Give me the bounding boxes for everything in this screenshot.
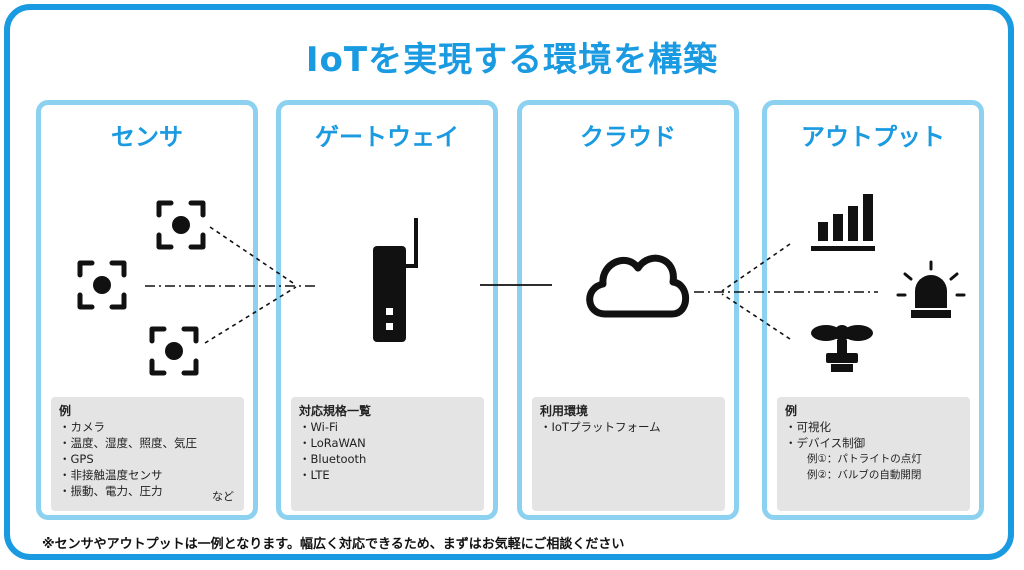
bar-chart-icon: [811, 194, 875, 251]
info-head: 例: [59, 404, 72, 418]
cloud-icon: [586, 254, 690, 318]
alarm-light-icon: [896, 260, 966, 318]
list-subitem: 例①：パトライトの点灯: [807, 453, 922, 465]
connector-line: [204, 286, 297, 344]
info-tail: など: [212, 490, 234, 503]
info-head: 例: [785, 404, 798, 418]
page-title: IoTを実現する環境を構築: [305, 40, 719, 80]
list-item: ・振動、電力、圧力: [59, 484, 163, 498]
list-item: ・Wi-Fi: [299, 420, 338, 434]
sensor-icon: [149, 326, 199, 376]
info-box-gateway: 対応規格一覧 ・Wi-Fi ・LoRaWAN ・Bluetooth ・LTE: [291, 397, 484, 511]
list-subitem: 例②：バルブの自動開閉: [807, 469, 922, 481]
column-gateway: ゲートウェイ 対応規格一覧 ・Wi-Fi ・LoRaWAN ・Bluetooth…: [276, 100, 498, 520]
column-title-cloud: クラウド: [580, 123, 676, 151]
list-item: ・GPS: [59, 452, 94, 466]
column-cloud: クラウド 利用環境 ・IoTプラットフォーム: [517, 100, 739, 520]
sensor-icon: [77, 260, 127, 310]
info-head: 対応規格一覧: [299, 404, 372, 418]
footnote: ※センサやアウトプットは一例となります。幅広く対応できるため、まずはお気軽にご相…: [42, 537, 625, 552]
column-sensor: センサ 例 ・カメラ ・温度、湿度、照度、気圧 ・GPS ・非接触温度センサ ・…: [36, 100, 258, 520]
valve-icon: [811, 325, 873, 372]
list-item: ・カメラ: [59, 420, 105, 434]
list-item: ・可視化: [785, 420, 831, 434]
list-item: ・非接触温度センサ: [59, 468, 163, 482]
list-item: ・IoTプラットフォーム: [540, 420, 661, 434]
gateway-icon: [373, 218, 418, 342]
connector-line: [721, 243, 791, 292]
list-item: ・デバイス制御: [785, 436, 866, 450]
list-item: ・Bluetooth: [299, 452, 367, 466]
sensor-connectors: [145, 226, 318, 344]
sensor-icon: [156, 200, 206, 250]
outer-frame: [4, 4, 1014, 560]
list-item: ・LTE: [299, 468, 330, 482]
info-box-sensor: 例 ・カメラ ・温度、湿度、照度、気圧 ・GPS ・非接触温度センサ ・振動、電…: [51, 397, 244, 511]
list-item: ・LoRaWAN: [299, 436, 366, 450]
info-box-output: 例 ・可視化 ・デバイス制御 例①：パトライトの点灯 例②：バルブの自動開閉: [777, 397, 970, 511]
column-title-sensor: センサ: [111, 123, 183, 151]
column-title-gateway: ゲートウェイ: [315, 123, 459, 151]
info-box-cloud: 利用環境 ・IoTプラットフォーム: [532, 397, 725, 511]
info-head: 利用環境: [540, 404, 589, 418]
output-connectors: [694, 243, 878, 340]
connector-line: [209, 226, 297, 286]
column-title-output: アウトプット: [801, 123, 945, 151]
list-item: ・温度、湿度、照度、気圧: [59, 436, 197, 450]
connector-line: [721, 293, 791, 340]
